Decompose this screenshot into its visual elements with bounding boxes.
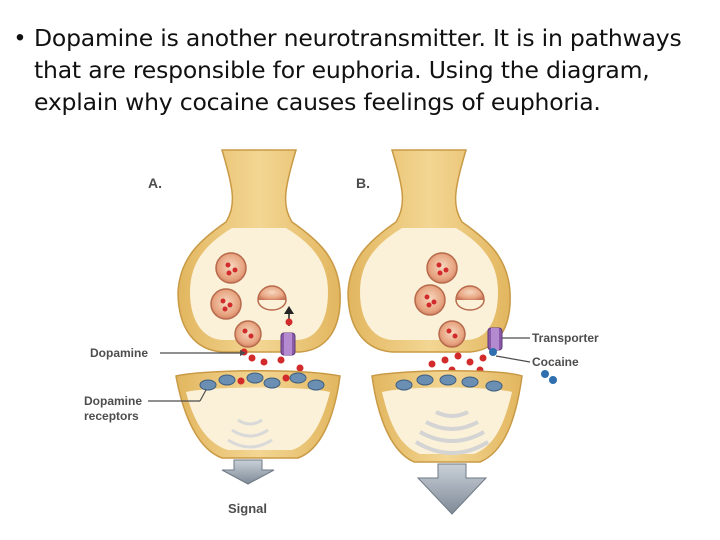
panel-b: B. bbox=[347, 149, 599, 515]
signal-waves-a bbox=[227, 418, 273, 449]
question-text: Dopamine is another neurotransmitter. It… bbox=[34, 24, 682, 116]
vesicle-fusing bbox=[234, 320, 262, 348]
dopamine-molecule bbox=[285, 318, 293, 326]
vesicle bbox=[414, 284, 446, 316]
signal-label: Signal bbox=[228, 501, 267, 516]
vesicle bbox=[215, 252, 247, 284]
dopamine-receptors-a bbox=[199, 372, 325, 391]
presynaptic-cytoplasm-a bbox=[190, 228, 328, 340]
vesicle bbox=[426, 252, 458, 284]
panel-a: A. bbox=[84, 149, 341, 516]
transporter-a bbox=[280, 332, 296, 356]
transporter-b bbox=[487, 327, 503, 351]
dopamine-label: Dopamine bbox=[90, 346, 148, 360]
signal-arrow-b bbox=[416, 463, 488, 515]
panel-a-label: A. bbox=[148, 175, 162, 191]
cocaine-molecules bbox=[489, 348, 557, 384]
vesicle bbox=[210, 288, 242, 320]
panel-b-label: B. bbox=[356, 175, 370, 191]
dopamine-receptors-b bbox=[395, 374, 503, 392]
vesicle bbox=[257, 285, 287, 311]
signal-waves-b bbox=[414, 410, 490, 455]
vesicle bbox=[455, 285, 485, 311]
bullet-point: • Dopamine is another neurotransmitter. … bbox=[6, 22, 712, 118]
receptors-label-line2: receptors bbox=[84, 409, 139, 423]
receptors-label-line1: Dopamine bbox=[84, 394, 142, 408]
bullet-marker: • bbox=[15, 24, 25, 51]
vesicle-fusing bbox=[438, 320, 466, 348]
transporter-label: Transporter bbox=[532, 331, 599, 345]
cocaine-label: Cocaine bbox=[532, 355, 579, 369]
signal-arrow-a bbox=[221, 459, 275, 485]
